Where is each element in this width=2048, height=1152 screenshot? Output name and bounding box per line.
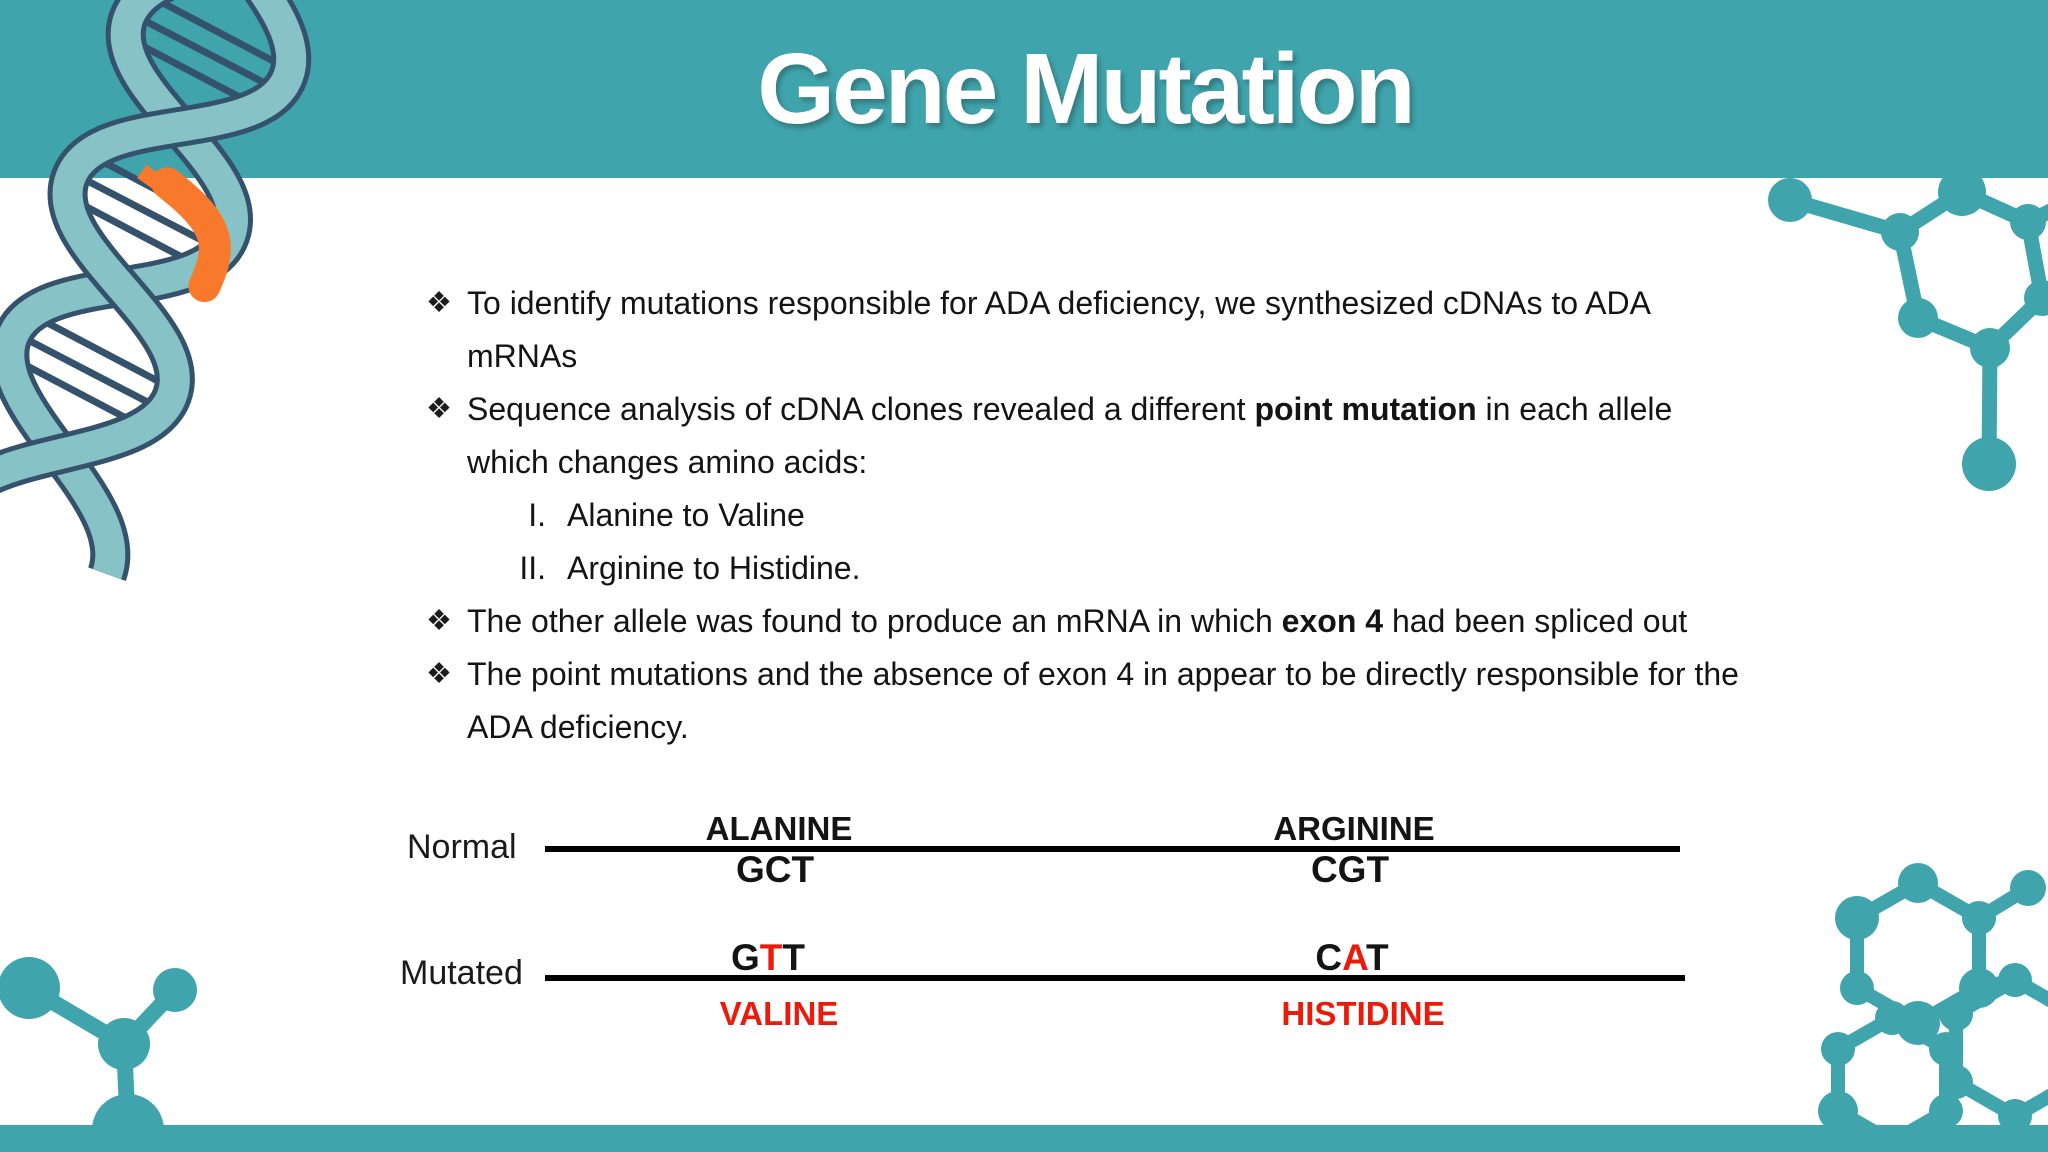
numbered-item-text: Alanine to Valine (567, 497, 805, 533)
amino-acid-mutated-left: VALINE (719, 995, 839, 1032)
numbered-item-numeral: I. (528, 497, 546, 533)
numbered-item-numeral: II. (519, 550, 546, 586)
bullet-marker-icon: ❖ (426, 605, 452, 637)
bullet-text: mRNAs (467, 338, 578, 374)
bullet-text: ADA deficiency. (467, 709, 689, 745)
numbered-item-text: Arginine to Histidine. (567, 550, 861, 586)
bullet-marker-icon: ❖ (426, 658, 452, 690)
bullet-marker-icon: ❖ (426, 393, 452, 425)
amino-acid-mutated-right: HISTIDINE (1281, 995, 1445, 1032)
page-title: Gene Mutation (757, 32, 1415, 145)
codon-mutated-right: CAT (1315, 937, 1389, 978)
footer-band (0, 1125, 2048, 1152)
amino-acid-normal-left: ALANINE (705, 810, 853, 847)
normal-sequence-line (545, 846, 1680, 852)
bullet-marker-icon: ❖ (426, 287, 452, 319)
codon-mutated-left: GTT (731, 937, 805, 978)
bullet-text: which changes amino acids: (467, 444, 868, 480)
bullet-text: To identify mutations responsible for AD… (467, 285, 1651, 321)
mutated-sequence-line (545, 975, 1685, 981)
amino-acid-normal-right: ARGININE (1273, 810, 1435, 847)
codon-normal-right: CGT (1310, 849, 1390, 890)
bullet-text: The other allele was found to produce an… (467, 603, 1688, 639)
codon-normal-left: GCT (735, 849, 815, 890)
row-label-normal: Normal (407, 828, 517, 866)
bullet-text: The point mutations and the absence of e… (467, 656, 1739, 692)
bullet-text: Sequence analysis of cDNA clones reveale… (467, 391, 1673, 427)
row-label-mutated: Mutated (400, 954, 523, 992)
